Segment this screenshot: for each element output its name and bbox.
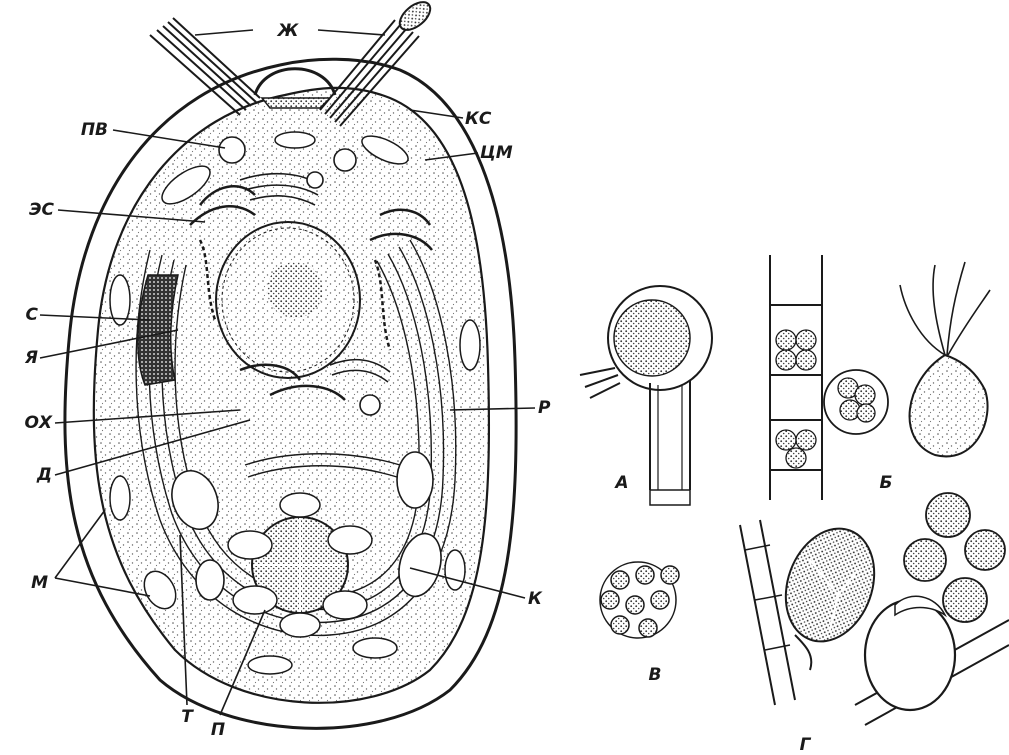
label-okh: ОХ (24, 413, 52, 433)
label-es: ЭС (29, 200, 54, 220)
zygote-on-filament (854, 595, 1009, 726)
nucleus (215, 221, 361, 379)
flagella (149, 1, 432, 127)
panel-g-illustration (739, 519, 876, 706)
label-t: Т (181, 707, 194, 727)
nucleolus (267, 262, 323, 318)
label-r: Р (538, 398, 551, 418)
mitochondria (109, 131, 481, 675)
panel-b-illustration (769, 255, 889, 500)
flagellar-base (253, 67, 337, 96)
flagellum-left (149, 17, 261, 116)
panel-g-spores (903, 492, 1006, 623)
label-ks: КС (465, 109, 492, 129)
endoplasmic-reticulum (189, 185, 433, 401)
stigma (137, 274, 179, 386)
pyrenoid (227, 492, 373, 638)
cell-membrane (92, 86, 491, 704)
label-m: М (31, 573, 48, 593)
starch-grains (171, 136, 442, 601)
label-zh: Ж (277, 21, 300, 41)
labels: Ж ПВ КС ЦМ ЭС С Я ОХ Д Р М К Т П А Б В Г (24, 21, 893, 755)
label-p: П (211, 720, 225, 740)
label-s: С (26, 305, 39, 325)
label-d: Д (36, 465, 52, 485)
flagellum-tip (398, 1, 432, 31)
label-pv: ПВ (81, 120, 108, 140)
golgi-apparatus (239, 172, 391, 383)
leader-lines (39, 29, 536, 716)
panel-a-illustration (579, 285, 713, 506)
label-v: В (649, 665, 662, 685)
label-ya: Я (24, 348, 38, 368)
flagellum-right (319, 19, 420, 127)
label-b: Б (880, 473, 893, 493)
main-cell (63, 57, 518, 730)
label-tsm: ЦМ (480, 143, 513, 163)
cell-wall (63, 57, 518, 730)
label-a: А (613, 473, 628, 493)
zoospore (899, 261, 991, 458)
label-k: К (528, 589, 543, 609)
label-g: Г (800, 735, 812, 755)
panel-v-illustration (599, 561, 680, 639)
